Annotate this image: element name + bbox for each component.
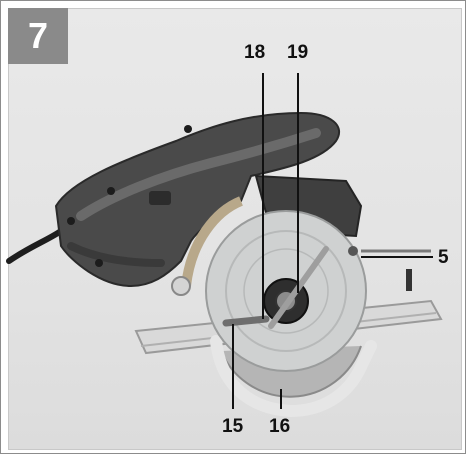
callout-18: 18 bbox=[244, 42, 266, 63]
saw-handle-housing bbox=[54, 111, 341, 288]
housing-screw bbox=[107, 187, 115, 195]
housing-screw bbox=[67, 217, 75, 225]
guard-screw bbox=[348, 246, 358, 256]
guard-ring bbox=[225, 230, 347, 352]
handle-lower-bar bbox=[67, 242, 165, 267]
handle-grip-insert bbox=[76, 128, 321, 221]
callout-19: 19 bbox=[287, 42, 309, 63]
housing-screw bbox=[184, 125, 192, 133]
trigger bbox=[149, 191, 171, 205]
callout-5: 5 bbox=[438, 247, 449, 268]
cutting-mark bbox=[406, 269, 412, 291]
figure-number-badge: 7 bbox=[8, 8, 68, 64]
guard-ring bbox=[243, 248, 329, 334]
housing-screw bbox=[95, 259, 103, 267]
lower-blade-guard bbox=[210, 335, 377, 418]
callout-16: 16 bbox=[269, 416, 291, 437]
wrench bbox=[222, 315, 270, 327]
callout-15: 15 bbox=[222, 416, 244, 437]
depth-lock-knob bbox=[171, 276, 191, 296]
power-cord bbox=[6, 228, 64, 264]
depth-adjust-arc bbox=[181, 196, 244, 287]
